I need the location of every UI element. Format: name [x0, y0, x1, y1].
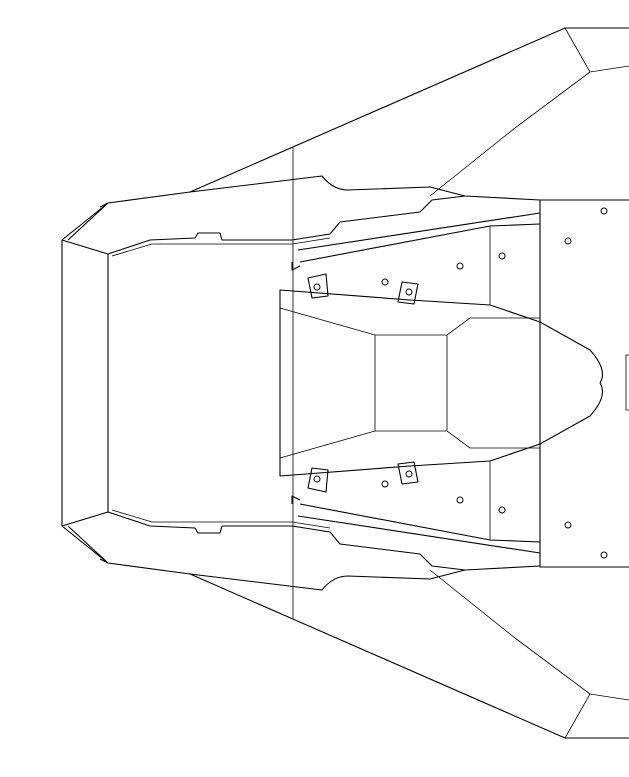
right-cutout	[625, 354, 629, 411]
bottom-half	[61, 382, 629, 739]
right-panel	[539, 199, 629, 568]
top-half	[61, 27, 629, 384]
